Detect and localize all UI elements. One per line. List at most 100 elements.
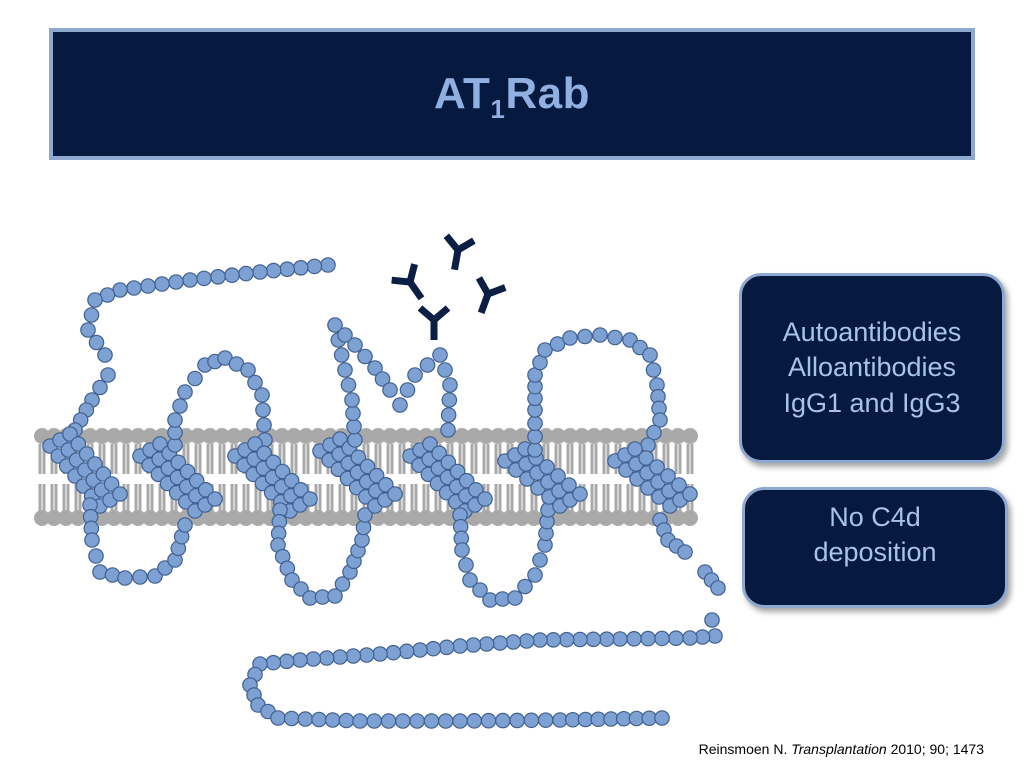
amino-acid-bead	[598, 631, 615, 647]
amino-acid-bead	[292, 259, 309, 276]
amino-acid-bead	[572, 631, 588, 648]
amino-acid-bead	[207, 491, 223, 507]
lipid-head	[130, 428, 146, 444]
amino-acid-bead	[305, 651, 322, 667]
amino-acid-bead	[177, 384, 193, 400]
lipid-head	[526, 510, 542, 526]
amino-acid-bead	[368, 467, 385, 484]
amino-acid-bead	[252, 264, 268, 280]
amino-acid-bead	[177, 517, 193, 533]
amino-acid-bead	[283, 472, 300, 489]
amino-acid-bead	[358, 647, 375, 663]
amino-acid-bead	[337, 362, 353, 378]
amino-acid-bead	[283, 710, 300, 727]
lipid-head	[562, 428, 578, 444]
lipid-head	[118, 510, 134, 526]
amino-acid-bead	[80, 322, 96, 338]
amino-acid-bead	[154, 276, 170, 292]
amino-acid-bead	[140, 278, 156, 294]
amino-acid-bead	[465, 637, 482, 653]
amino-acid-bead	[70, 436, 87, 452]
amino-acid-bead	[492, 635, 508, 651]
lipid-head	[466, 428, 482, 444]
amino-acid-bead	[671, 477, 687, 493]
amino-acid-bead	[256, 445, 272, 461]
lipid-head	[310, 428, 326, 444]
lipid-head	[610, 510, 626, 526]
lipid-head	[46, 510, 62, 526]
amino-acid-bead	[466, 713, 483, 729]
box-line: IgG1 and IgG3	[783, 387, 961, 418]
amino-acid-bead	[88, 548, 104, 564]
amino-acid-bead	[440, 407, 457, 423]
antibody-icon	[475, 276, 507, 314]
amino-acid-bead	[660, 468, 676, 484]
antibody-types-box: Autoantibodies Alloantibodies IgG1 and I…	[739, 273, 1005, 463]
lipid-head	[682, 510, 698, 526]
amino-acid-bead	[359, 458, 376, 475]
amino-acid-bead	[117, 570, 133, 586]
amino-acid-bead	[478, 636, 495, 652]
amino-acid-bead	[247, 374, 263, 391]
amino-acid-bead	[472, 582, 488, 598]
amino-acid-bead	[607, 329, 623, 346]
amino-acid-bead	[344, 392, 360, 408]
lipid-head	[310, 510, 326, 526]
amino-acid-bead	[640, 437, 656, 453]
amino-acid-bead	[210, 268, 226, 285]
amino-acid-bead	[507, 590, 523, 606]
amino-acid-bead	[132, 569, 148, 585]
amino-acid-bead	[255, 402, 271, 418]
lipid-head	[214, 510, 230, 526]
lipid-head	[382, 510, 398, 526]
amino-acid-bead	[710, 580, 726, 596]
citation: Reinsmoen N. Transplantation 2010; 90; 1…	[699, 741, 984, 757]
amino-acid-bead	[532, 632, 548, 648]
lipid-head	[502, 510, 518, 526]
amino-acid-bead	[638, 450, 654, 466]
amino-acid-bead	[340, 377, 357, 393]
amino-acid-bead	[652, 412, 668, 428]
amino-acid-bead	[324, 712, 341, 728]
amino-acid-bead	[366, 713, 383, 729]
lipid-head	[214, 428, 230, 444]
c4d-box: No C4d deposition	[742, 487, 1008, 608]
amino-acid-bead	[452, 713, 468, 729]
lipid-head	[670, 510, 686, 526]
amino-acid-bead	[350, 449, 367, 466]
lipid-head	[238, 510, 254, 526]
lipid-head	[82, 428, 98, 444]
amino-acid-bead	[668, 630, 684, 646]
lipid-head	[322, 510, 338, 526]
amino-acid-bead	[320, 257, 336, 273]
amino-acid-bead	[577, 328, 593, 345]
amino-acid-bead	[627, 441, 643, 457]
amino-acid-bead	[645, 362, 662, 378]
amino-acid-bead	[585, 631, 602, 648]
amino-acid-bead	[87, 456, 103, 472]
amino-acid-bead	[682, 630, 698, 646]
amino-acid-bead	[409, 713, 425, 729]
amino-acid-bead	[432, 347, 448, 363]
title-bar: AT1Rab	[49, 28, 975, 160]
lipid-head	[598, 428, 614, 444]
lipid-head	[550, 428, 566, 444]
amino-acid-bead	[558, 631, 575, 648]
box-line: No C4d	[829, 502, 921, 532]
amino-acid-bead	[318, 650, 335, 666]
amino-acid-bead	[196, 270, 212, 287]
amino-acid-bead	[592, 327, 608, 343]
lipid-head	[142, 510, 158, 526]
lipid-head	[634, 510, 650, 526]
amino-acid-bead	[545, 632, 562, 648]
amino-acid-bead	[179, 463, 196, 480]
amino-acid-bead	[527, 428, 543, 445]
amino-acid-bead	[332, 431, 348, 447]
amino-acid-bead	[523, 712, 540, 729]
amino-acid-bead	[527, 442, 543, 458]
amino-acid-bead	[537, 342, 553, 358]
amino-acid-bead	[399, 382, 416, 398]
amino-acid-bead	[441, 392, 458, 408]
amino-acid-bead	[357, 348, 373, 365]
lipid-head	[598, 510, 614, 526]
